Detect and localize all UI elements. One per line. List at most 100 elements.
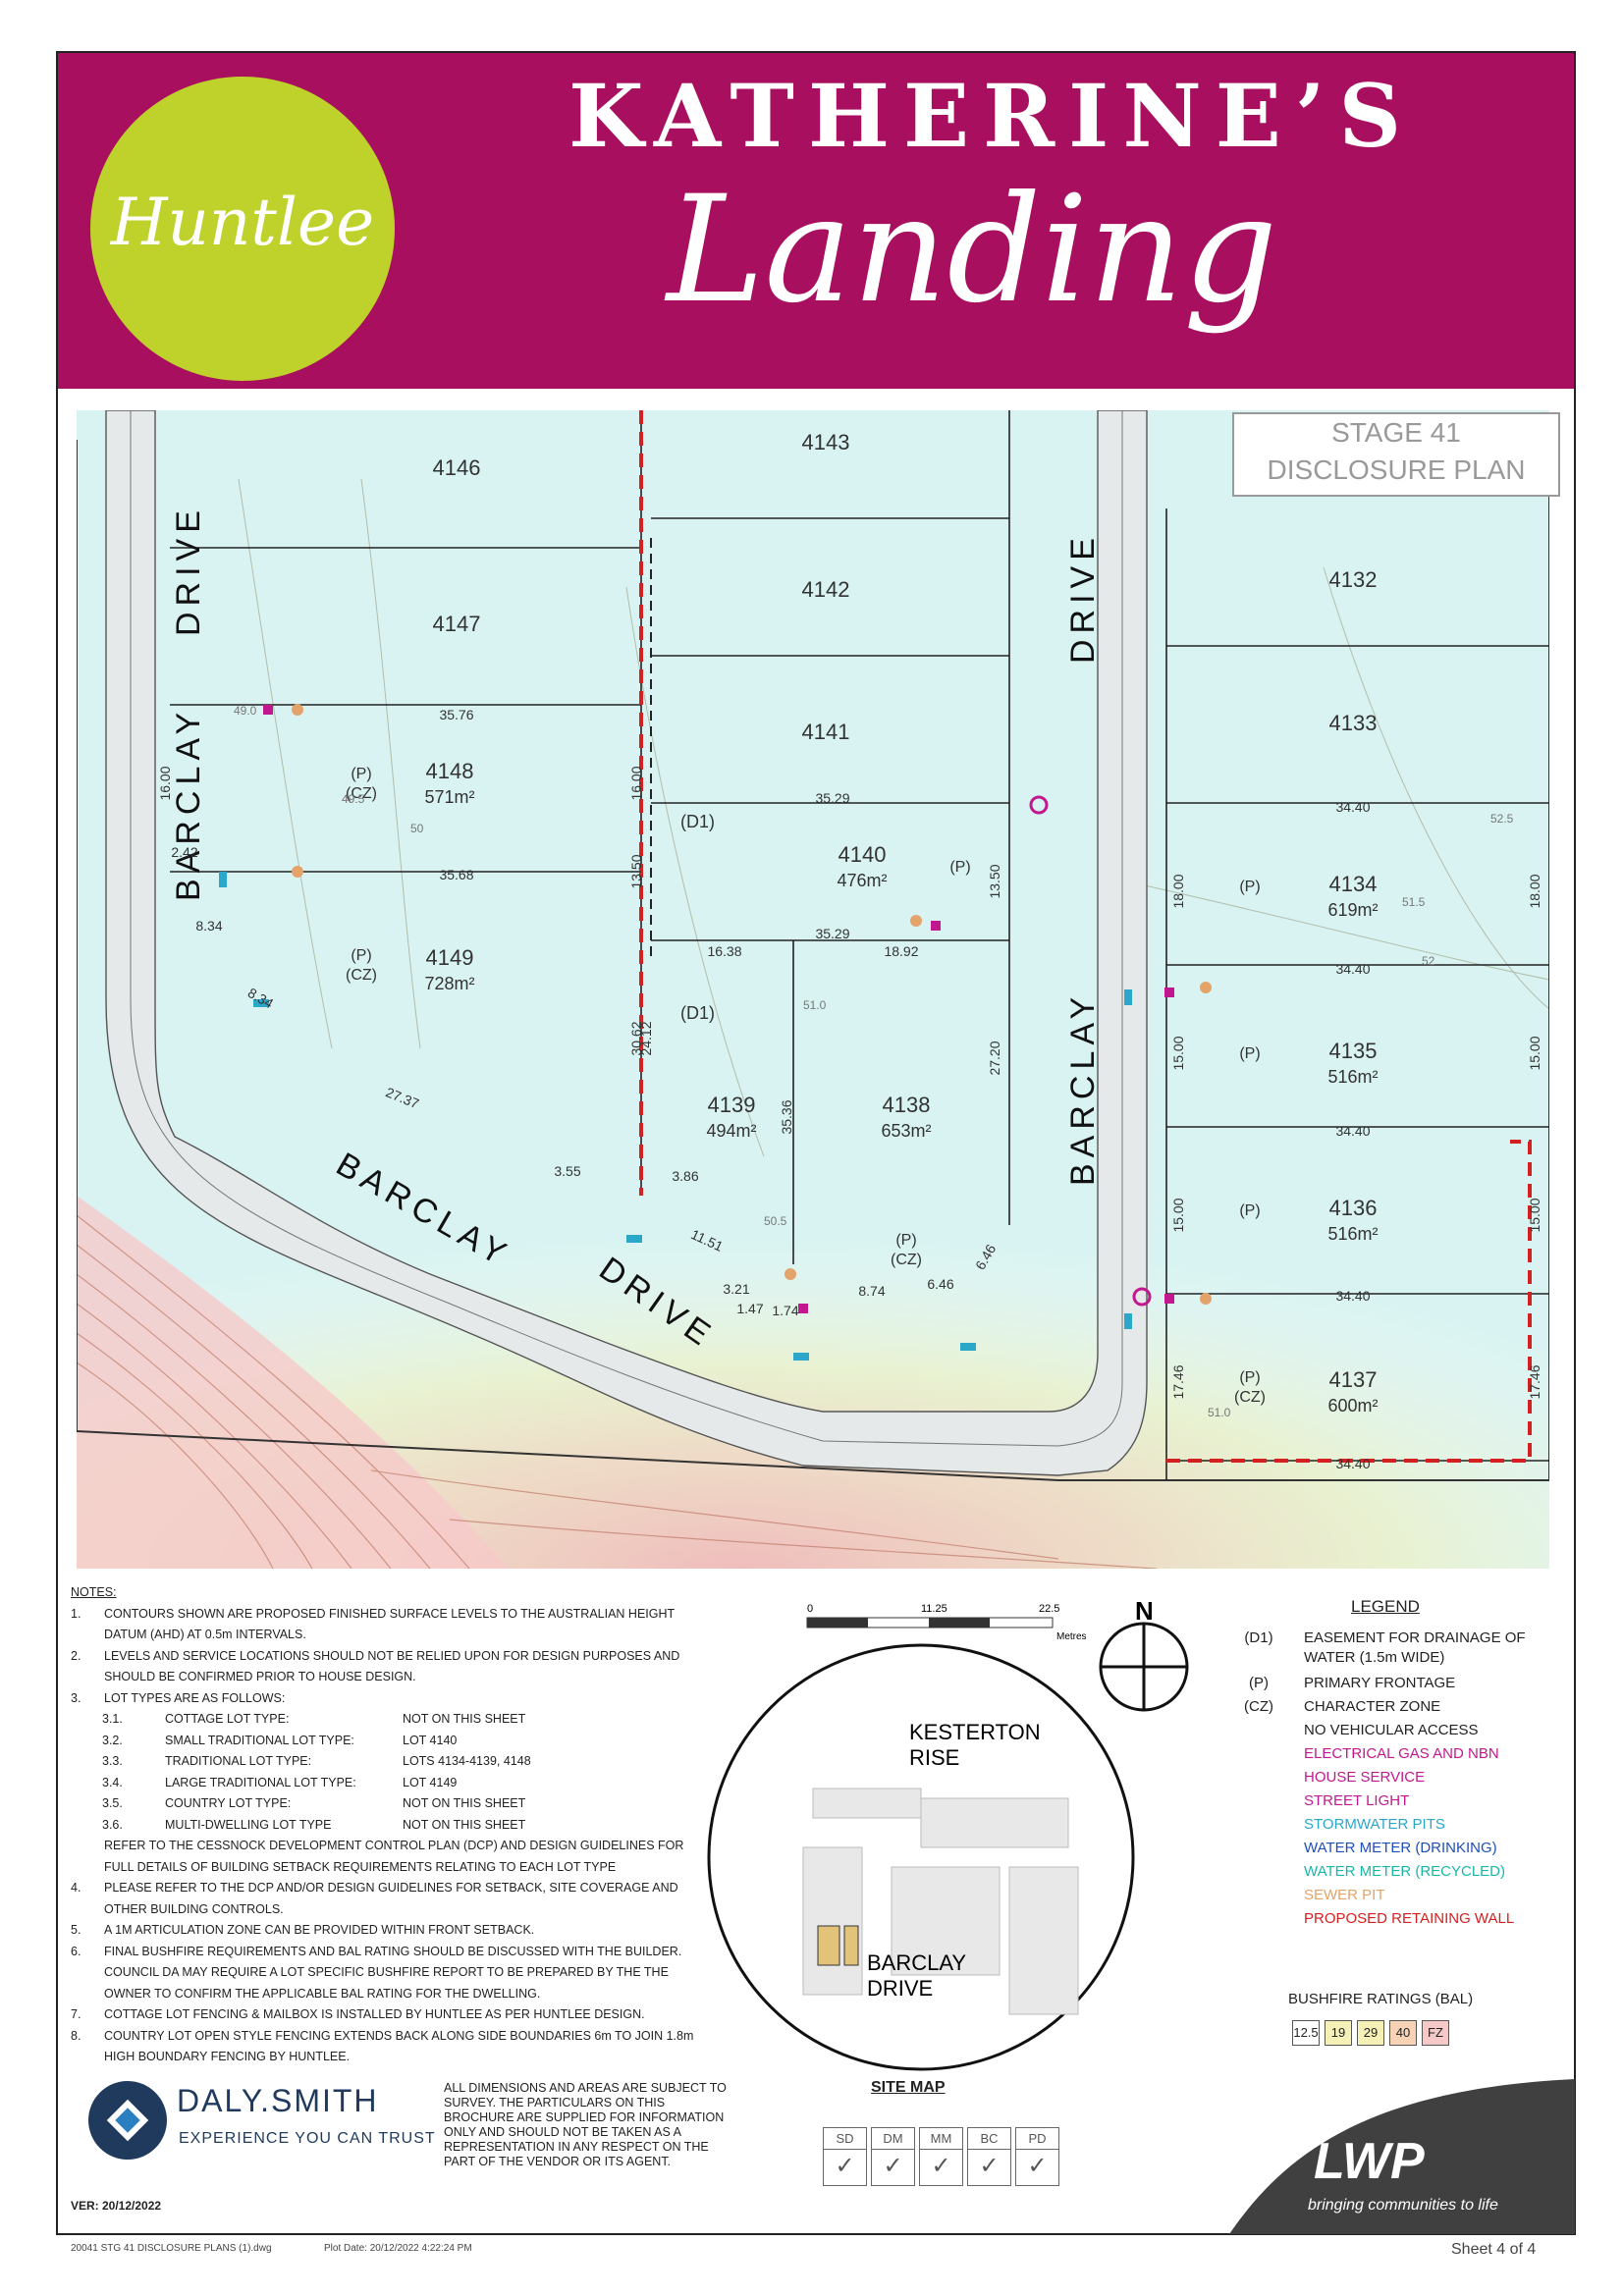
scale-tick: 22.5 [1039,1603,1059,1615]
page-frame [56,51,1576,2235]
lot-area: 494m² [706,1121,756,1141]
lot-number: 4138 [883,1093,931,1117]
daly-smith-logo [88,2081,167,2160]
lot-type-k: 3.6. [102,1817,123,1832]
check-mark: ✓ [883,2153,903,2179]
lot-number: 4139 [708,1093,756,1117]
lot-area: 516m² [1327,1067,1378,1087]
contour-label: 49.0 [234,704,257,718]
lot-tag: (P) [1239,879,1260,895]
approval-check: SD✓ [823,2127,867,2186]
lot-number: 4140 [839,842,887,867]
lot-number: 4143 [802,430,850,454]
lot-type-value: NOT ON THIS SHEET [403,1712,526,1726]
legend-row: (CZ)CHARACTER ZONE [1225,1698,1440,1715]
legend-row: NO VEHICULAR ACCESS [1225,1722,1479,1738]
legend-text: WATER METER (DRINKING) [1304,1840,1497,1856]
lot-type-value: LOT 4140 [403,1733,458,1747]
approval-check: MM ✓ [919,2127,963,2186]
check-label: MM [920,2128,962,2150]
note-item: 1.CONTOURS SHOWN ARE PROPOSED FINISHED S… [71,1604,699,1646]
legend-row: (P)PRIMARY FRONTAGE [1225,1675,1455,1691]
dimension-label: 34.40 [1335,1288,1370,1304]
dimension-label: 6.46 [927,1276,953,1292]
lot-tag: (P) [1239,1369,1260,1386]
notes-panel: NOTES: 1.CONTOURS SHOWN ARE PROPOSED FIN… [71,1582,699,2068]
note-item: 8.COUNTRY LOT OPEN STYLE FENCING EXTENDS… [71,2026,699,2068]
dimension-label: 34.40 [1335,1456,1370,1471]
lot-area: 516m² [1327,1224,1378,1244]
lot-number: 4132 [1329,567,1378,592]
dimension-label: 15.00 [1527,1198,1542,1232]
legend-text: WATER (1.5m WIDE) [1304,1649,1445,1666]
legend-row: WATER METER (DRINKING) [1225,1840,1497,1856]
note-text: PLEASE REFER TO THE DCP AND/OR DESIGN GU… [104,1881,678,1916]
lwp-tagline: bringing communities to life [1308,2197,1498,2214]
site-label: KESTERTON [909,1720,1041,1744]
daly-smith-tagline: EXPERIENCE YOU CAN TRUST [179,2130,436,2147]
dimension-label: 3.86 [672,1168,698,1184]
check-mark: ✓ [931,2153,951,2179]
legend-row: PROPOSED RETAINING WALL [1225,1910,1514,1927]
approval-check: BC✓ [967,2127,1011,2186]
dimension-label: 1.74 [772,1303,798,1318]
contour-label: 49.5 [342,792,365,806]
dimension-label: 2.42 [171,844,197,860]
approval-check: DM✓ [871,2127,915,2186]
road-label: DRIVE [170,505,207,636]
legend-symbol: (CZ) [1244,1698,1273,1715]
lot-tag: (CZ) [1234,1389,1266,1406]
note-item: 6.FINAL BUSHFIRE REQUIREMENTS AND BAL RA… [71,1942,699,2005]
bal-rating: FZ [1422,2020,1449,2046]
legend-text: SEWER PIT [1304,1887,1385,1903]
lwp-logo-text: LWP [1314,2133,1425,2190]
note-text: COTTAGE LOT FENCING & MAILBOX IS INSTALL… [104,2007,645,2021]
lot-type-k: 3.5. [102,1796,123,1810]
legend-row: ELECTRICAL GAS AND NBN [1225,1745,1499,1762]
dimension-label: 8.34 [195,918,222,934]
lot-number: 4133 [1329,711,1378,735]
bal-rating: 40 [1389,2020,1417,2046]
road-label: DRIVE [1064,532,1102,664]
lot-tag: (P) [351,766,371,782]
road-label: BARCLAY [1064,991,1102,1186]
approval-check: PD✓ [1015,2127,1059,2186]
legend-text: WATER METER (RECYCLED) [1304,1863,1506,1880]
lot-number: 4146 [433,455,481,480]
stage-title: STAGE 41 [1331,417,1461,448]
legend-text: ELECTRICAL GAS AND NBN [1304,1745,1499,1762]
legend-title: LEGEND [1351,1597,1420,1616]
dimension-label: 13.50 [628,854,644,888]
lot-number: 4142 [802,577,850,602]
note-number: 2. [71,1648,81,1663]
dimension-label: 3.55 [554,1163,580,1179]
legend-row: WATER METER (RECYCLED) [1225,1863,1505,1880]
dimension-label: 8.74 [858,1283,885,1299]
road-label: BARCLAY [170,707,207,901]
dimension-label: 35.68 [439,867,473,882]
lot-type-label: SMALL TRADITIONAL LOT TYPE: [165,1733,354,1747]
lot-tag: (P) [895,1232,916,1249]
note-item: 4. PLEASE REFER TO THE DCP AND/OR DESIGN … [71,1878,699,1920]
file-name: 20041 STG 41 DISCLOSURE PLANS (1).dwg [71,2243,272,2254]
lot-type-label: TRADITIONAL LOT TYPE: [165,1754,312,1768]
bushfire-ratings: 12.5 19 29 40 FZ [1292,2020,1449,2046]
note-number: 4. [71,1881,81,1895]
version-label: VER: 20/12/2022 [71,2199,162,2213]
note-text: A 1M ARTICULATION ZONE CAN BE PROVIDED W… [104,1923,535,1937]
scale-unit: Metres [1056,1631,1087,1642]
dimension-label: 18.92 [884,943,918,959]
approval-checks: SD✓DM✓MM✓BC✓PD✓ [823,2127,1063,2186]
dimension-label: 24.12 [638,1021,654,1055]
lot-area: 476m² [837,871,887,890]
contour-label: 50 [410,822,424,835]
site-label: BARCLAY [867,1950,966,1975]
lot-type-label: MULTI-DWELLING LOT TYPE [165,1817,332,1832]
easement-label: (D1) [680,812,715,831]
note-number: 5. [71,1923,81,1937]
lot-type-k: 3.3. [102,1754,123,1768]
lot-number: 4135 [1329,1039,1378,1063]
legend-text: STREET LIGHT [1304,1792,1410,1809]
check-label: PD [1016,2128,1058,2150]
lot-type-label: LARGE TRADITIONAL LOT TYPE: [165,1775,356,1789]
